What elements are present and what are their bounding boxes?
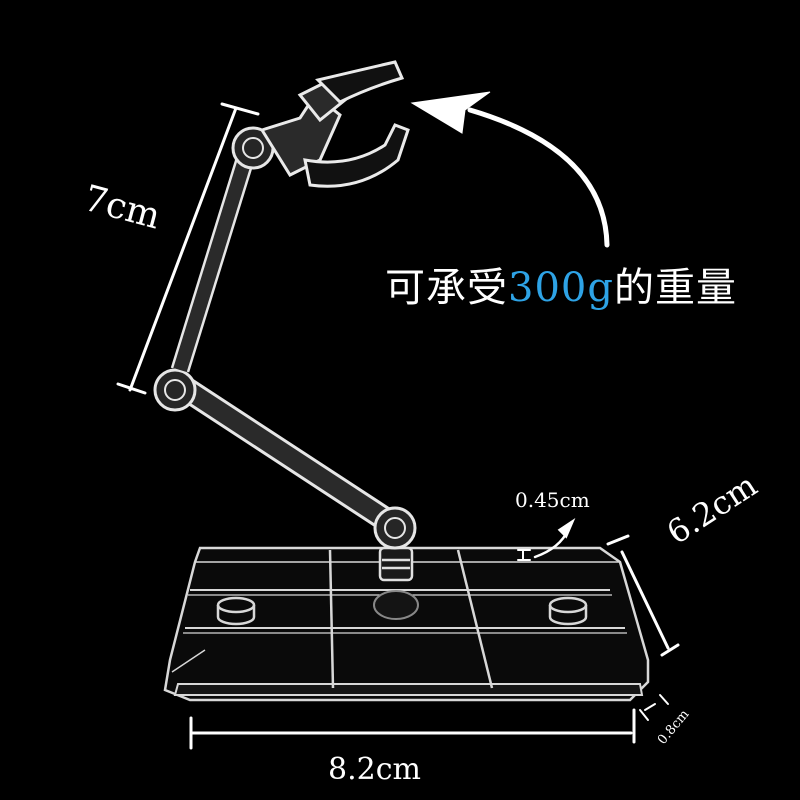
base-width-label: 8.2cm xyxy=(328,752,421,787)
load-capacity-caption: 可承受300g的重量 xyxy=(385,255,737,313)
dimension-lines xyxy=(116,102,680,750)
stand-post xyxy=(373,546,419,620)
upper-arm xyxy=(170,126,275,373)
clamp-head xyxy=(259,60,410,188)
lower-arm xyxy=(153,368,417,550)
plate-thickness-label: 0.45cm xyxy=(515,488,590,512)
caption-suffix: 的重量 xyxy=(613,265,737,311)
arrow-icon xyxy=(410,91,610,248)
caption-prefix: 可承受 xyxy=(385,265,508,311)
caption-weight: 300g xyxy=(508,265,614,311)
stand-base xyxy=(163,546,650,702)
